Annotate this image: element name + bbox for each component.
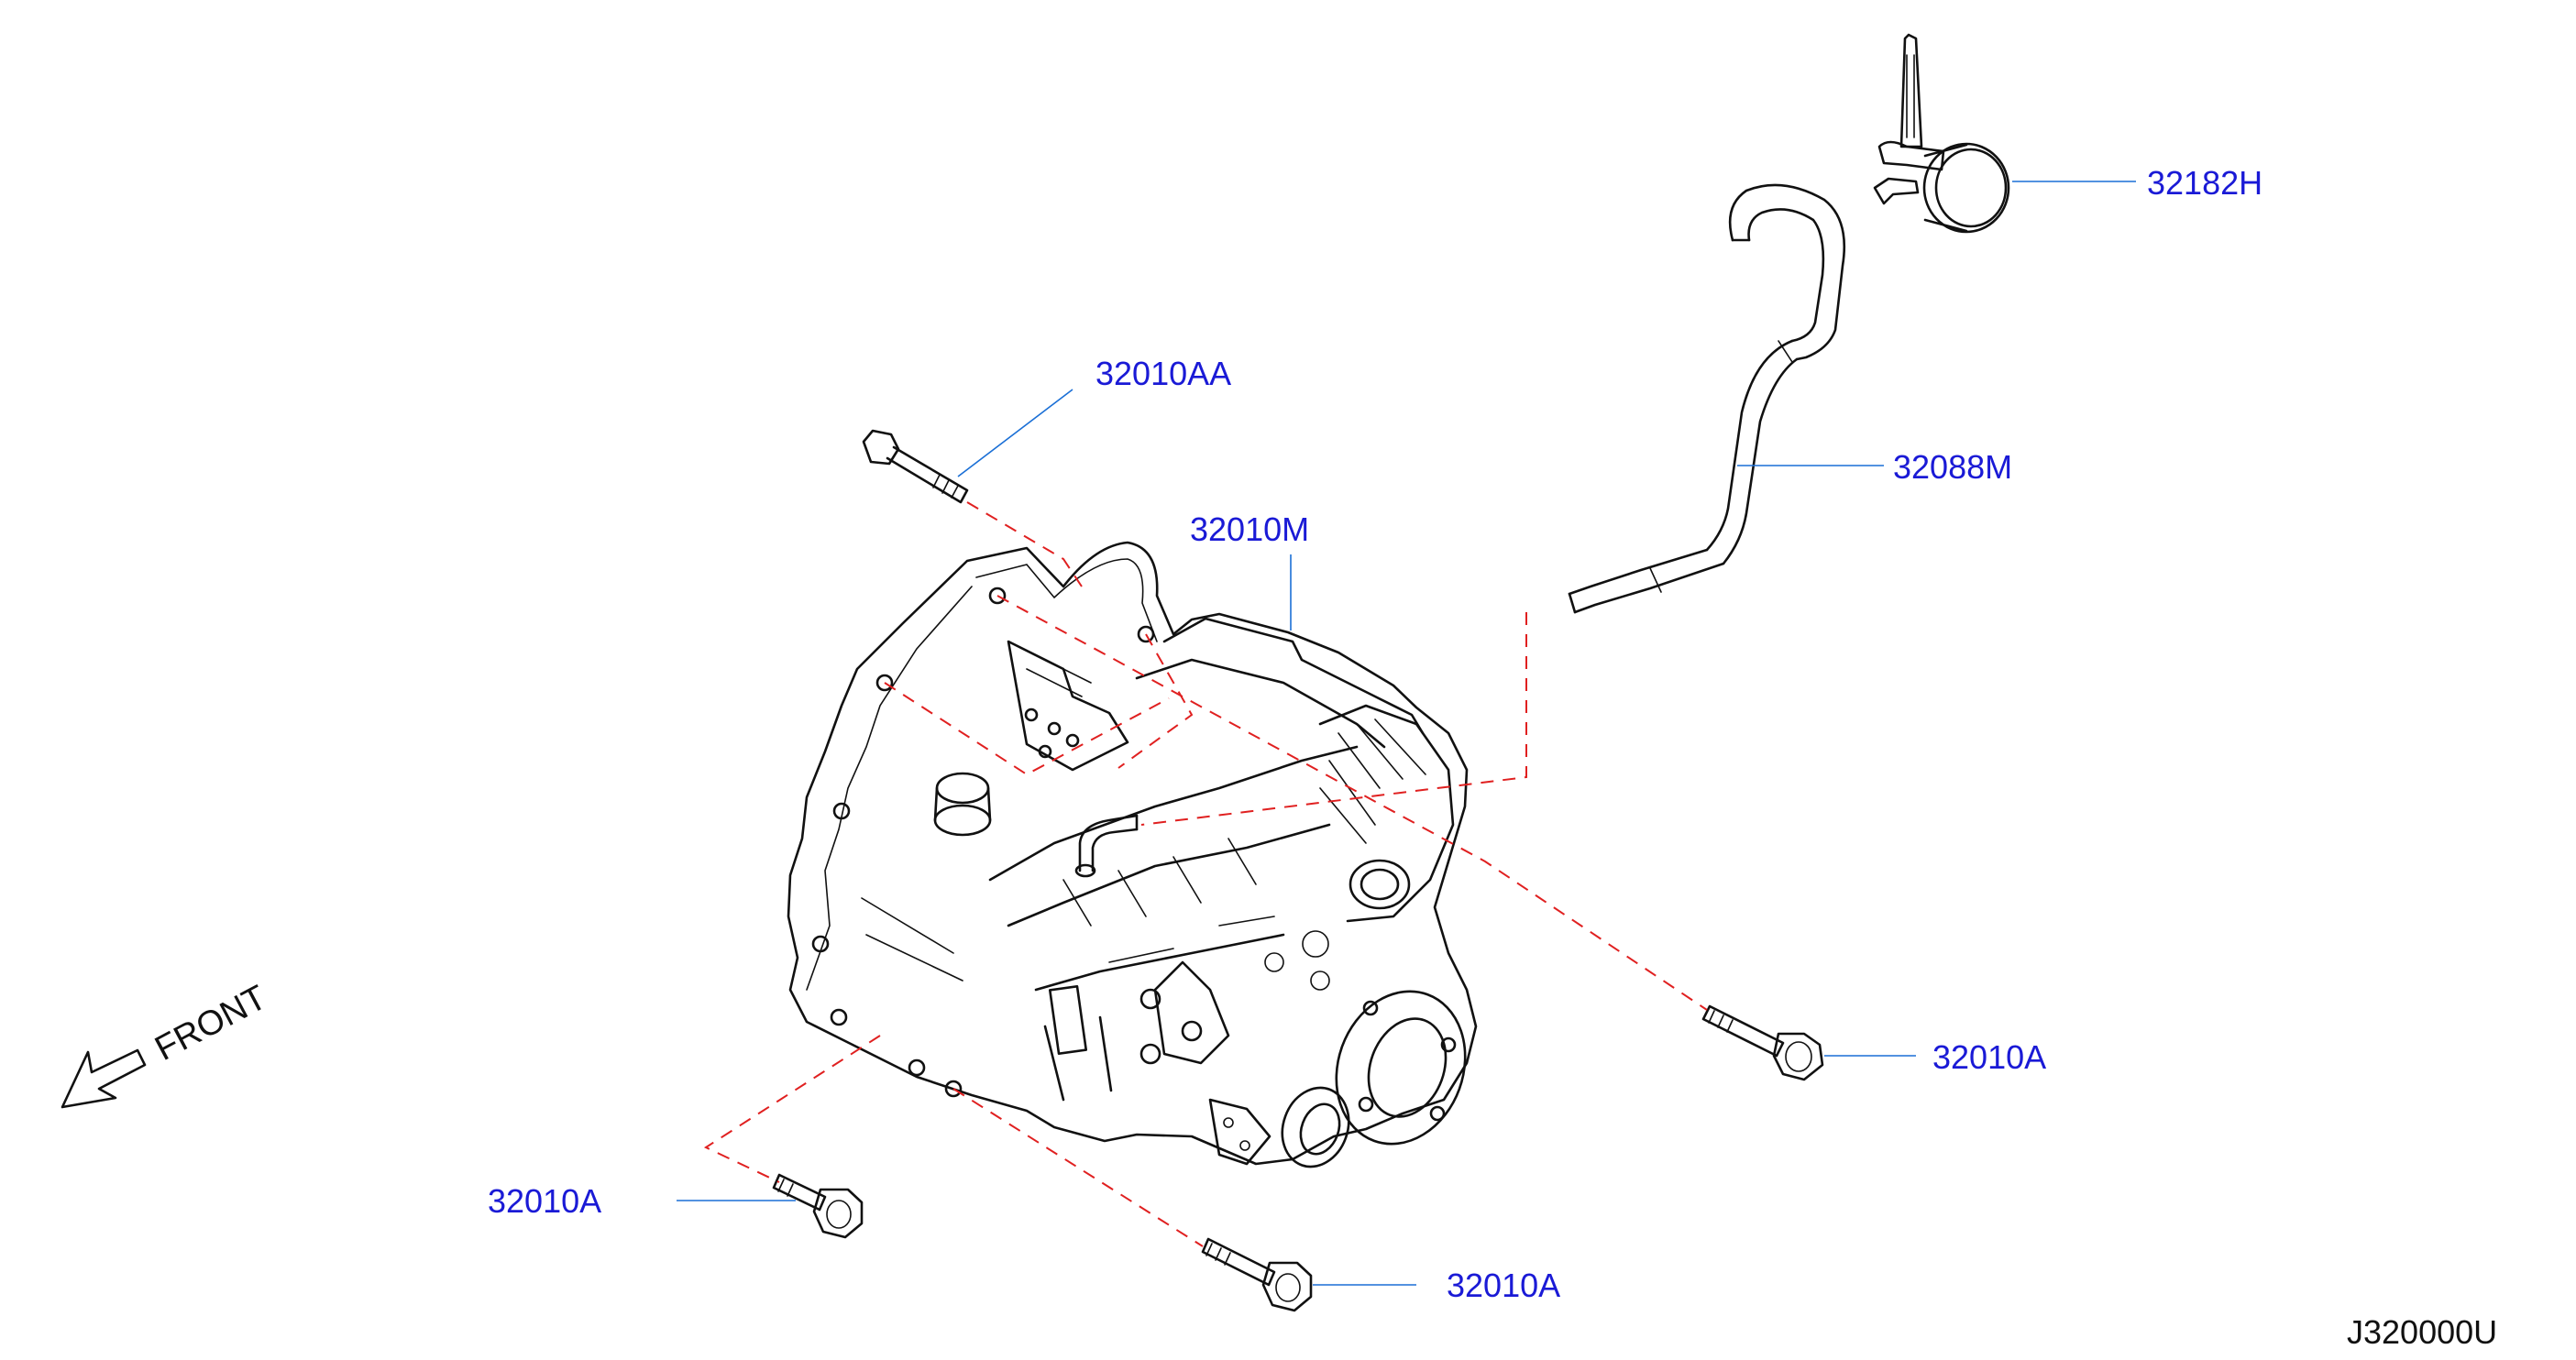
diagram-ref-code: J320000U <box>2347 1313 2497 1351</box>
callout-transaxle: 32010M <box>1190 510 1309 548</box>
front-label: FRONT <box>149 978 273 1069</box>
clamp-drawing <box>1873 33 2010 234</box>
bolt-right-drawing <box>1701 1004 1824 1081</box>
bolt-left-drawing <box>772 1173 864 1239</box>
breather-hose-drawing <box>1568 183 1846 614</box>
callout-breather-hose: 32088M <box>1893 448 2012 486</box>
callout-bolt-right: 32010A <box>1932 1038 2046 1076</box>
bolt-top-drawing <box>862 429 969 504</box>
leader-bolt-top <box>957 389 1073 477</box>
callout-clamp: 32182H <box>2147 164 2262 202</box>
callout-bolt-left: 32010A <box>488 1182 601 1220</box>
front-arrow-icon <box>61 1048 147 1109</box>
transaxle-drawing <box>787 541 1478 1168</box>
callout-bolt-bottom: 32010A <box>1447 1267 1560 1304</box>
callout-bolt-top: 32010AA <box>1095 355 1231 392</box>
alignment-lines <box>703 501 1708 1247</box>
bolt-bottom-drawing <box>1201 1237 1313 1312</box>
